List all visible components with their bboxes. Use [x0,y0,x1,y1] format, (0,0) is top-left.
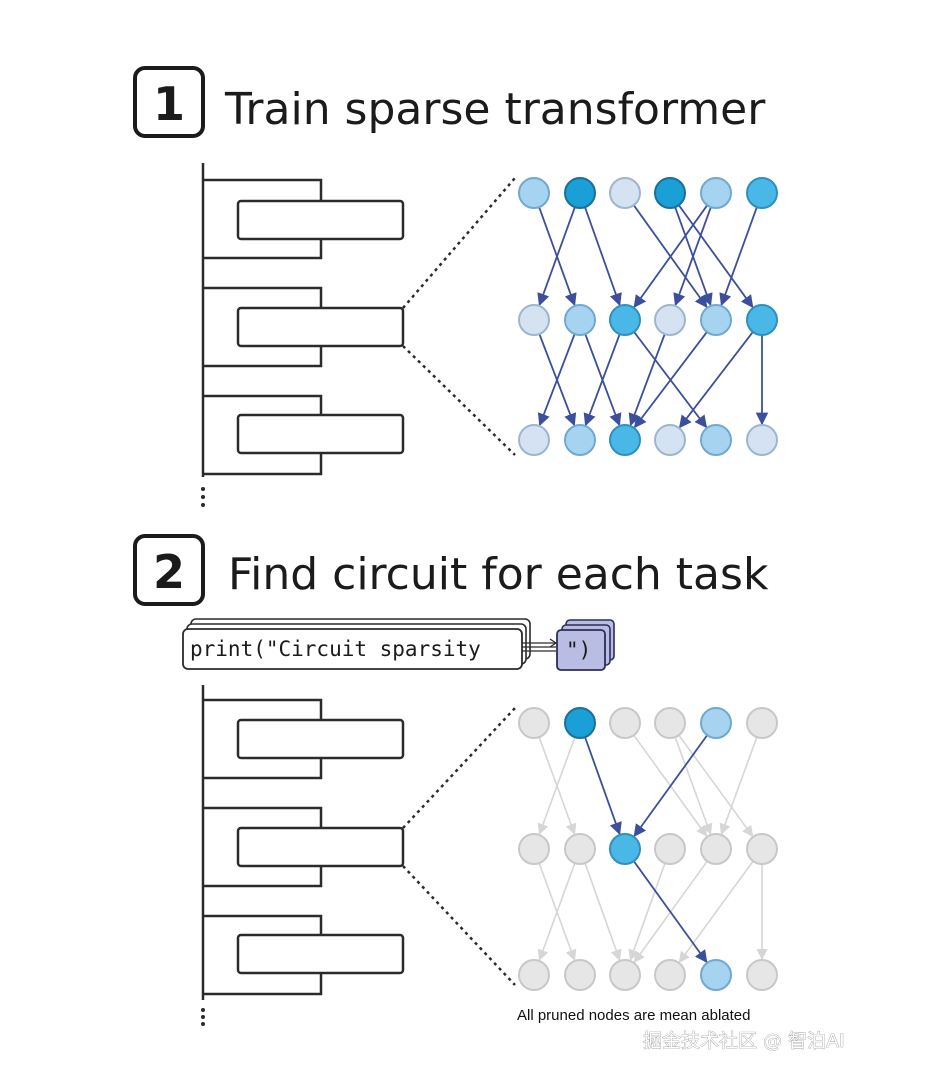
active-edge [633,734,708,838]
active-edge [719,206,758,307]
layer-box [236,933,405,975]
neuron-node [700,959,732,991]
neuron-node [700,177,732,209]
pruned-edge [719,736,758,836]
transformer-stack-2 [201,685,405,1000]
layer-box [236,306,405,348]
zoom-lines-1 [402,177,516,456]
active-edge [633,331,708,429]
pruned-node [609,959,641,991]
pruned-node [564,833,596,865]
code-prompt: print("Circuit sparsity ") [182,618,615,671]
neuron-node [654,177,686,209]
neuron-node [564,707,596,739]
network-train [518,177,778,456]
neuron-node [700,424,732,456]
neuron-node [609,833,641,865]
pruned-edge [537,736,576,836]
pruned-edge [678,734,754,837]
active-edge [633,204,708,309]
pruned-node [518,959,550,991]
step-2-title: Find circuit for each task [228,549,769,600]
pruned-edge [678,860,754,963]
code-tail-text: ") [566,638,591,662]
step-2-number-box [133,534,205,606]
zoom-lines-2 [402,707,516,986]
neuron-node [609,304,641,336]
layer-box [236,413,405,455]
pruned-node [609,707,641,739]
neuron-node [746,424,778,456]
layer-box [236,199,405,241]
layer-box [236,718,405,760]
neuron-node [518,424,550,456]
step-1-number-box [133,66,205,138]
active-edge [537,333,576,427]
pruned-node [564,959,596,991]
code-main-box [182,628,523,670]
active-edge [628,333,666,427]
active-edge [673,206,712,307]
neuron-node [564,424,596,456]
ablation-note: All pruned nodes are mean ablated [517,1007,751,1024]
pruned-edge [674,736,713,836]
code-connector-arrows [522,638,558,652]
pruned-node [654,707,686,739]
continuation-dots [201,487,205,507]
pruned-node [654,959,686,991]
active-edge [584,206,622,307]
active-edge [583,333,621,427]
neuron-node [746,177,778,209]
pruned-node [700,833,732,865]
step-1: 1 Train sparse transformer [133,66,766,138]
active-edge [584,736,622,836]
network-circuit [518,707,778,991]
neuron-node [654,424,686,456]
pruned-node [746,833,778,865]
step-2-number: 2 [153,545,185,599]
pruned-node [654,833,686,865]
active-edge [633,860,708,964]
watermark: 掘金技术社区 @ 智泊AI [643,1030,845,1052]
neuron-node [700,707,732,739]
neuron-node [700,304,732,336]
step-1-title: Train sparse transformer [224,84,766,135]
step-2: 2 Find circuit for each task [133,534,769,606]
neuron-node [746,304,778,336]
neuron-node [518,177,550,209]
pruned-edge [584,862,622,961]
step-1-number: 1 [153,77,185,131]
neuron-node [518,304,550,336]
continuation-dots [201,1008,205,1026]
neuron-node [609,177,641,209]
neuron-node [654,304,686,336]
pruned-node [518,833,550,865]
code-main-text: print("Circuit sparsity [190,637,481,661]
transformer-stack-1 [201,163,405,477]
active-edge [678,331,754,429]
pruned-edge [537,862,576,962]
pruned-edge [628,862,666,961]
pruned-node [746,707,778,739]
pruned-node [746,959,778,991]
neuron-node [564,304,596,336]
pruned-node [518,707,550,739]
active-edge [537,206,576,307]
layer-box [236,826,405,868]
neuron-node [564,177,596,209]
neuron-node [609,424,641,456]
code-tail-box [556,629,606,671]
active-edge [678,204,754,309]
